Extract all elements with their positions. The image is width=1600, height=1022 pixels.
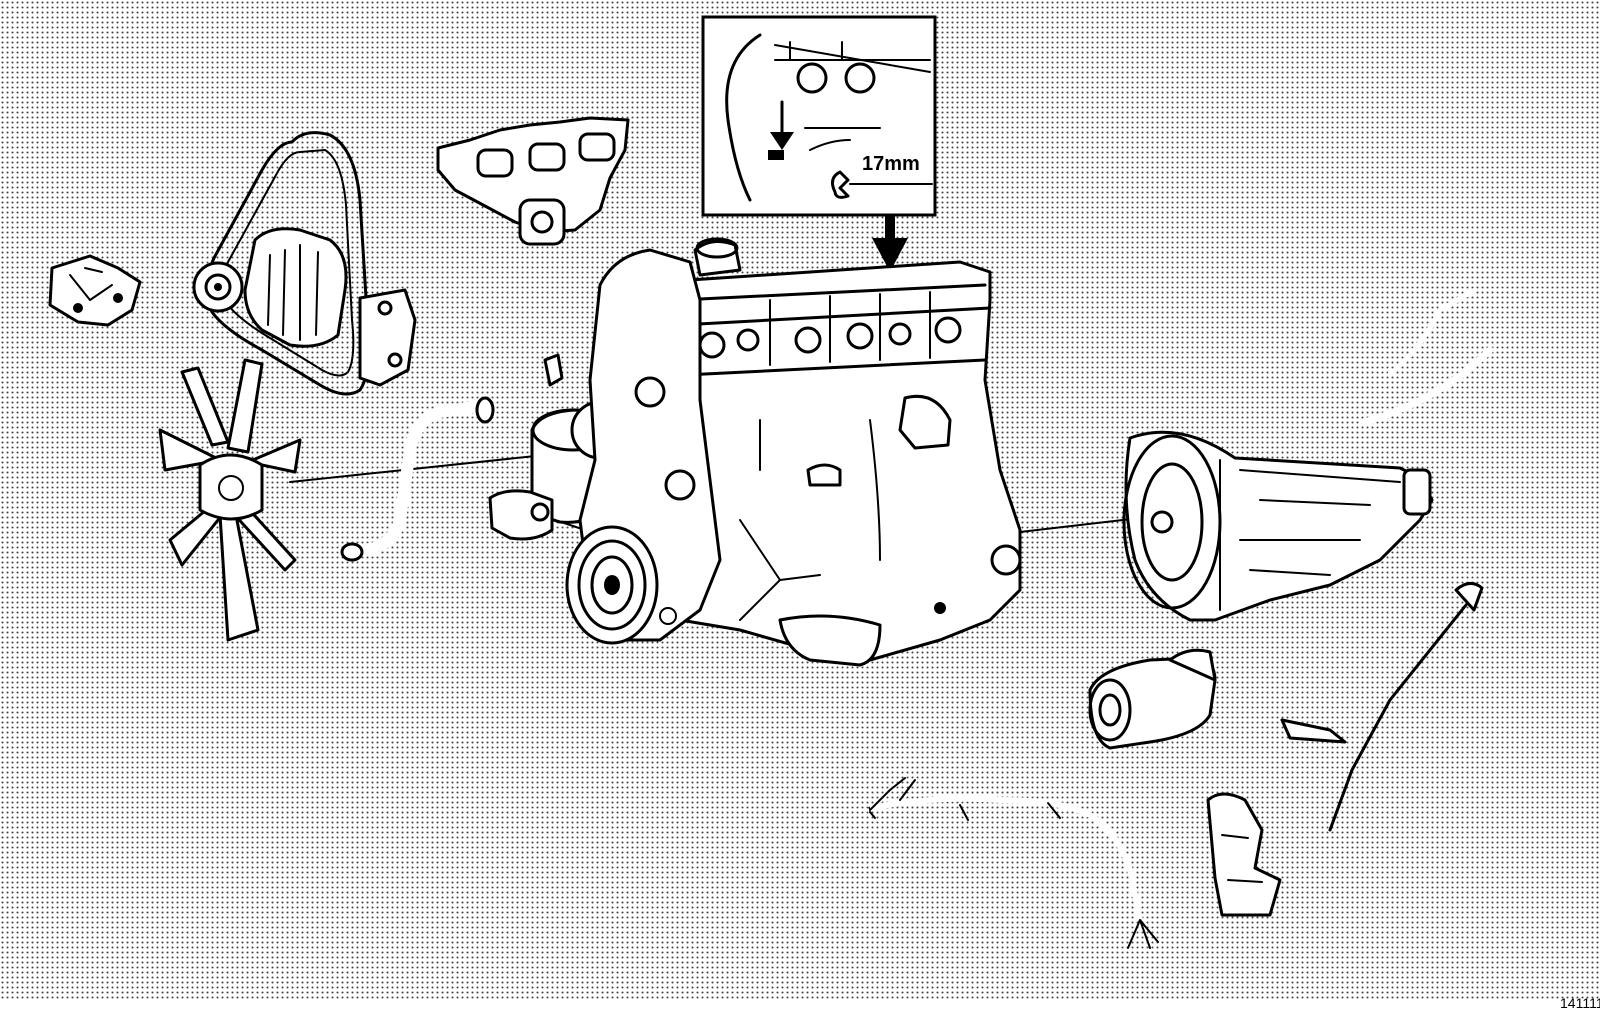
sensor-fitting [543,353,564,387]
drive-belt [205,131,371,396]
wrench-size-label: 17mm [862,153,920,175]
radiator-hose [340,396,495,562]
cooling-fan [158,358,302,642]
oil-filler-cap [693,237,742,277]
bottom-margin [0,1000,1600,1022]
dipstick-tube [1280,582,1484,832]
reference-number: 141111 [1560,995,1600,1011]
inset-pointer-arrow [872,215,908,272]
crankshaft-pulley [565,525,659,645]
idler-pulley [488,489,554,541]
engine-mount-left [48,254,142,327]
automatic-transmission [1122,430,1434,622]
transmission-mount [1206,792,1282,917]
wiring-harness [868,777,1159,949]
exhaust-manifold [436,116,630,246]
alternator [192,227,417,387]
starter-motor [1088,648,1217,750]
detail-inset: 17mm [701,15,937,217]
vacuum-hoses [1361,287,1494,426]
